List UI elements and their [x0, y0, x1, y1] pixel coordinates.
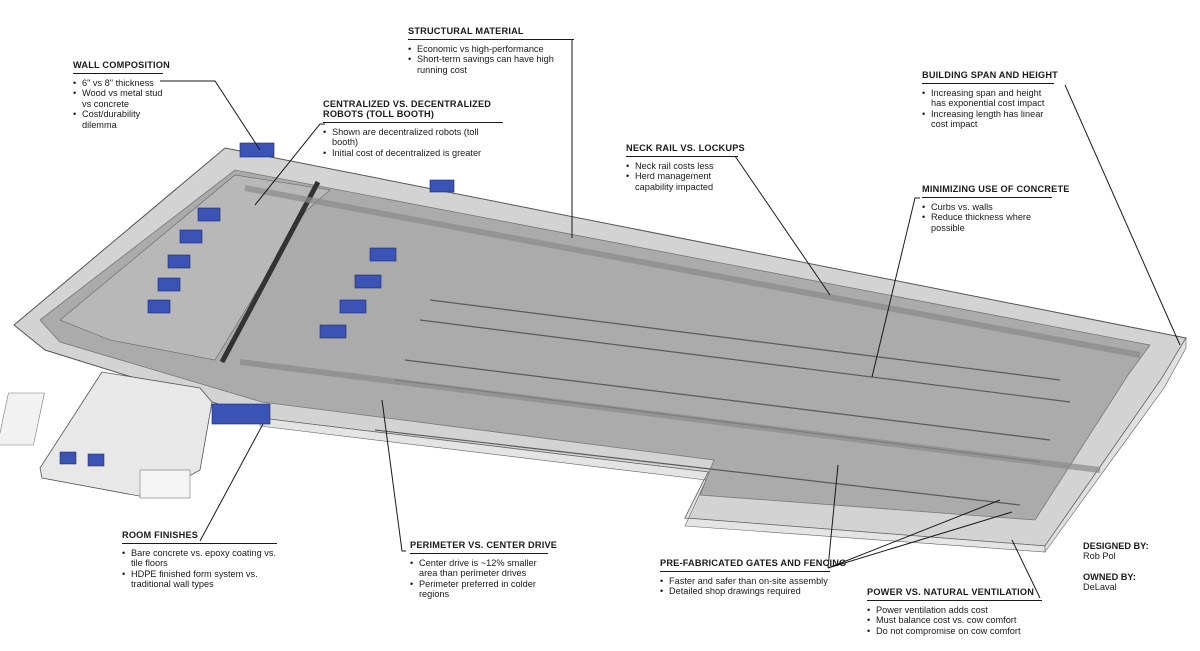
designed-by-label: DESIGNED BY: [1083, 541, 1149, 551]
stall-row [429, 299, 1061, 381]
callout-rule [922, 83, 1054, 84]
tank-1 [59, 451, 77, 465]
callout-item: Reduce thickness where possible [922, 212, 1052, 233]
robot-booths [147, 142, 455, 425]
callout-title: MINIMIZING USE OF CONCRETE [922, 184, 1070, 194]
robot-booth [179, 229, 203, 244]
leader-room-finishes [199, 423, 264, 542]
end-wall [1044, 336, 1187, 553]
designed-by-value: Rob Pol [1083, 551, 1116, 562]
callout-rule [122, 543, 277, 544]
feed-alleys [239, 185, 1141, 473]
callout-item: Wood vs metal stud vs concrete [73, 88, 163, 109]
callout-item: Increasing span and height has exponenti… [922, 88, 1054, 109]
owned-by-label: OWNED BY: [1083, 571, 1136, 582]
callout-item: Neck rail costs less [626, 161, 738, 172]
callout-item: Must balance cost vs. cow comfort [867, 615, 1042, 626]
robot-booth [354, 274, 382, 289]
callout-rule [323, 122, 503, 123]
robot-booth [157, 277, 181, 292]
callout-item: Economic vs high-performance [408, 44, 574, 55]
tank-room-1 [0, 392, 45, 446]
callout-title: PERIMETER VS. CENTER DRIVE [410, 540, 558, 550]
robot-booth [197, 207, 221, 222]
leader-building-span [1064, 84, 1181, 346]
callout-rule [626, 156, 738, 157]
callout-prefab-gates: PRE-FABRICATED GATES AND FENCING Faster … [660, 558, 847, 597]
callout-item: Increasing length has linear cost impact [922, 109, 1054, 130]
callout-item: Curbs vs. walls [922, 202, 1052, 213]
callout-title: WALL COMPOSITION [73, 60, 170, 70]
callout-item: Herd management capability impacted [626, 171, 738, 192]
leader-ventilation [1011, 539, 1041, 599]
callout-item: Bare concrete vs. epoxy coating vs. tile… [122, 548, 277, 569]
callout-title: PRE-FABRICATED GATES AND FENCING [660, 558, 847, 568]
callout-title: CENTRALIZED VS. DECENTRALIZED ROBOTS (TO… [323, 99, 492, 119]
callout-title: STRUCTURAL MATERIAL [408, 26, 524, 36]
callout-centralized-robots: CENTRALIZED VS. DECENTRALIZED ROBOTS (TO… [323, 99, 503, 159]
leader-wall-composition [160, 80, 261, 151]
milking-center-floor [59, 174, 331, 361]
callout-item: Center drive is ~12% smaller area than p… [410, 558, 548, 579]
callout-rule [410, 553, 548, 554]
callout-rule [867, 600, 1042, 601]
callout-building-span: BUILDING SPAN AND HEIGHT Increasing span… [922, 70, 1058, 130]
robot-booth [339, 299, 367, 314]
barn-floor [39, 169, 1151, 521]
callout-item: Perimeter preferred in colder regions [410, 579, 548, 600]
robot-booth [211, 403, 271, 425]
stall-row [419, 319, 1071, 403]
tank-2 [87, 453, 105, 467]
callout-rule [660, 571, 830, 572]
callout-item: Do not compromise on cow comfort [867, 626, 1042, 637]
callout-item: Shown are decentralized robots (toll boo… [323, 127, 503, 148]
service-building [39, 371, 213, 499]
callout-title: BUILDING SPAN AND HEIGHT [922, 70, 1058, 80]
robot-booth [239, 142, 275, 158]
callout-room-finishes: ROOM FINISHES Bare concrete vs. epoxy co… [122, 530, 277, 590]
callout-neck-rail: NECK RAIL VS. LOCKUPS Neck rail costs le… [626, 143, 745, 192]
leader-prefab-c [827, 511, 1013, 569]
robot-booth [319, 324, 347, 339]
leader-prefab-b [827, 499, 1001, 569]
stall-row [404, 359, 1051, 441]
callout-title: POWER VS. NATURAL VENTILATION [867, 587, 1035, 597]
callout-rule [73, 73, 163, 74]
leader-centralized-robots [254, 123, 325, 206]
callout-rule [408, 39, 574, 40]
callout-title: NECK RAIL VS. LOCKUPS [626, 143, 745, 153]
callout-title: ROOM FINISHES [122, 530, 199, 540]
callout-rule [922, 197, 1052, 198]
leader-min-concrete [871, 197, 920, 378]
owned-by-value: DeLaval [1083, 582, 1117, 593]
robot-booth [429, 179, 455, 193]
leader-perimeter-drive [381, 399, 406, 552]
callout-minimizing-concrete: MINIMIZING USE OF CONCRETE Curbs vs. wal… [922, 184, 1070, 233]
callout-item: HDPE finished form system vs. traditiona… [122, 569, 277, 590]
entry-room [139, 469, 191, 499]
callout-structural-material: STRUCTURAL MATERIAL Economic vs high-per… [408, 26, 574, 75]
callout-item: 6" vs 8" thickness [73, 78, 163, 89]
credits-block: DESIGNED BY: Rob Pol OWNED BY: DeLaval [1083, 541, 1149, 593]
callout-item: Short-term savings can have high running… [408, 54, 574, 75]
callout-item: Power ventilation adds cost [867, 605, 1042, 616]
stall-row [374, 429, 1021, 506]
leader-neck-rail [734, 155, 831, 296]
callout-item: Initial cost of decentralized is greater [323, 148, 503, 159]
callout-ventilation: POWER VS. NATURAL VENTILATION Power vent… [867, 587, 1042, 637]
callout-perimeter-drive: PERIMETER VS. CENTER DRIVE Center drive … [410, 540, 558, 600]
center-alley [219, 180, 321, 364]
robot-booth [147, 299, 171, 314]
robot-booth [369, 247, 397, 262]
callout-item: Faster and safer than on-site assembly [660, 576, 830, 587]
callout-item: Detailed shop drawings required [660, 586, 830, 597]
leader-prefab-a [827, 464, 839, 569]
callout-wall-composition: WALL COMPOSITION 6" vs 8" thickness Wood… [73, 60, 170, 130]
callout-item: Cost/durability dilemma [73, 109, 163, 130]
robot-booth [167, 254, 191, 269]
